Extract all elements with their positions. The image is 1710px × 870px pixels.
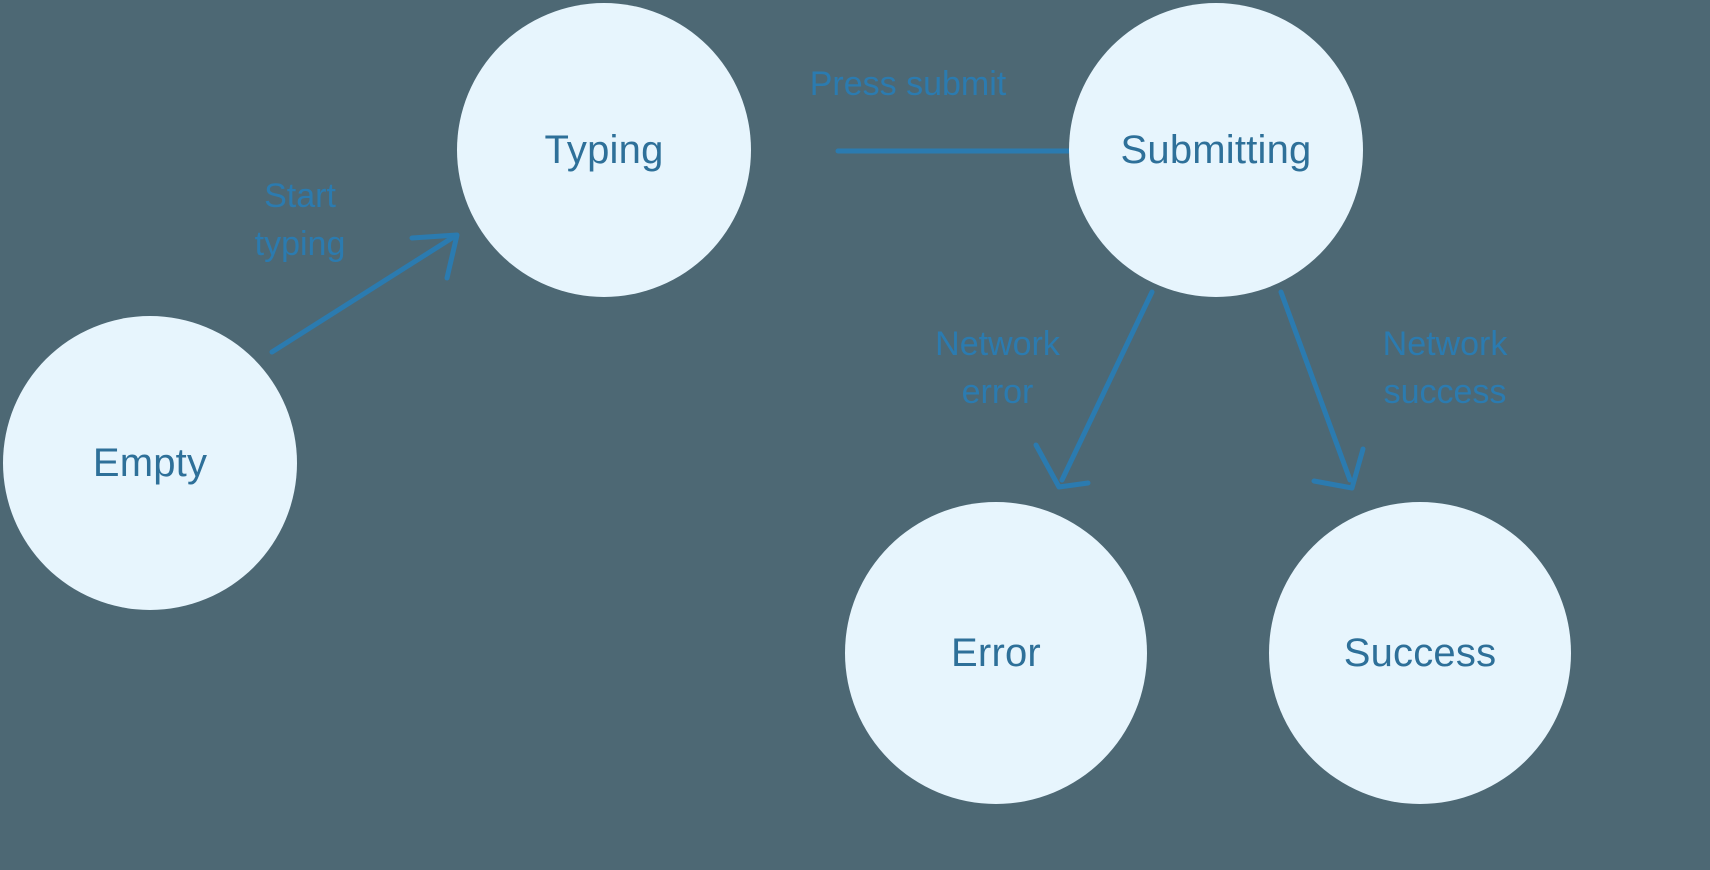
state-node-typing[interactable]: Typing xyxy=(457,3,751,297)
state-node-label: Empty xyxy=(92,441,208,485)
edge-submitting-to-success xyxy=(1278,289,1366,491)
state-node-success[interactable]: Success xyxy=(1269,502,1571,804)
edge-label-press-submit: Press submit xyxy=(809,65,1007,103)
edge-empty-to-typing xyxy=(269,232,460,355)
state-node-submitting[interactable]: Submitting xyxy=(1069,3,1363,297)
state-node-label: Submitting xyxy=(1120,128,1312,172)
state-node-label: Error xyxy=(951,631,1041,675)
state-node-empty[interactable]: Empty xyxy=(3,316,297,610)
state-node-label: Success xyxy=(1343,631,1497,675)
state-node-label: Typing xyxy=(544,128,664,172)
edge-submitting-to-error xyxy=(1033,289,1155,490)
state-node-error[interactable]: Error xyxy=(845,502,1147,804)
edge-label-start-typing: Start typing xyxy=(254,177,346,264)
edge-label-network-success: Network success xyxy=(1382,325,1508,412)
edge-label-network-error: Network error xyxy=(935,325,1060,412)
